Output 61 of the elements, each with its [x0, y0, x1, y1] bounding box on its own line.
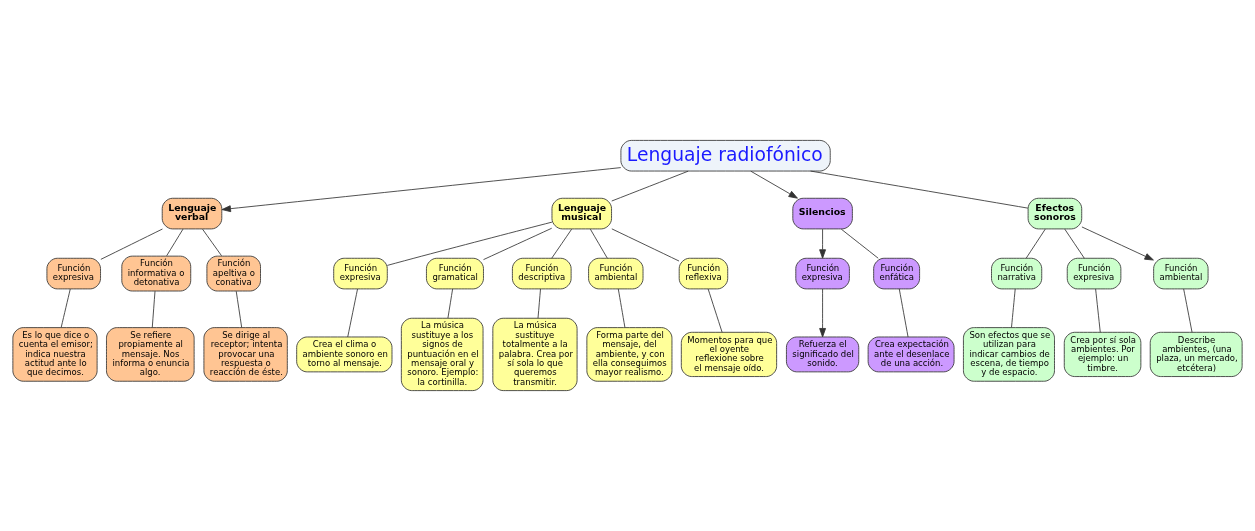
node-box: Función reflexiva: [678, 257, 729, 290]
connector: [840, 228, 879, 259]
connector: [810, 170, 1029, 209]
connector: [100, 228, 163, 260]
connector: [1064, 228, 1085, 259]
node-box: La música sustituye a los signos de puntuación en el mensaje oral y sonoro. Ejemplo: la cortinilla.: [400, 317, 484, 392]
node-box: Se refiere propiamente al mensaje. Nos informa o enuncia algo.: [106, 327, 195, 382]
node-box: Refuerza el significado del sonido.: [786, 336, 860, 373]
node-box: Función gramatical: [426, 257, 484, 290]
connector: [1011, 288, 1016, 328]
connector: [386, 221, 553, 266]
node-box: Función expresiva: [333, 257, 388, 290]
connector: [589, 228, 608, 259]
connector: [347, 288, 358, 338]
arrow: [1081, 226, 1154, 261]
connector: [151, 290, 156, 328]
node-box: Función ambiental: [1153, 257, 1209, 290]
node-box: Describe ambientes, (una plaza, un mercado, etcétera): [1149, 331, 1243, 377]
node-box: Lenguaje radiofónico: [620, 139, 831, 172]
node-box: Función expresiva: [46, 257, 101, 290]
connector: [166, 228, 184, 257]
connector: [447, 288, 454, 319]
node-box: Momentos para que el oyente reflexione sobre el mensaje oído.: [680, 331, 778, 377]
connector: [537, 288, 541, 319]
node-box: Efectos sonoros: [1027, 197, 1083, 230]
node-box: Son efectos que se utilizan para indicar cambios de escena, de tiempo y de espacio.: [963, 327, 1055, 382]
connector: [202, 228, 222, 257]
node-box: Silencios: [792, 197, 853, 230]
connector: [707, 288, 723, 333]
arrow: [819, 228, 826, 259]
connector: [235, 290, 243, 328]
connector: [60, 288, 71, 328]
connector: [1183, 288, 1193, 333]
node-box: Función narrativa: [991, 257, 1043, 290]
connector: [617, 288, 626, 328]
arrow: [221, 167, 622, 213]
node-box: Función informativa o detonativa: [121, 255, 192, 292]
connector: [1095, 288, 1101, 333]
node-box: Crea expectación ante el desenlace de una acción.: [867, 336, 955, 373]
connector: [611, 228, 680, 262]
node-box: Función descriptiva: [511, 257, 572, 290]
connector: [898, 288, 909, 338]
node-box: Crea por sí sola ambientes. Por ejemplo: un timbre.: [1063, 331, 1142, 377]
node-box: Forma parte del mensaje, del ambiente, y con ella conseguimos mayor realismo.: [586, 327, 673, 382]
node-box: Crea el clima o ambiente sonoro en torno al mensaje.: [296, 336, 393, 373]
node-box: Lenguaje verbal: [161, 197, 223, 230]
connector: [1025, 228, 1046, 259]
node-box: Lenguaje musical: [551, 197, 612, 230]
node-box: Función enfática: [873, 257, 921, 290]
connector: [551, 228, 573, 259]
node-box: Es lo que dice o cuenta el emisor; indica nuestra actitud ante lo que decimos.: [12, 327, 98, 382]
node-box: La música sustituye totalmente a la palabra. Crea por sí sola lo que queremos transmitir.: [492, 317, 578, 392]
node-box: Se dirige al receptor; intenta provocar una respuesta o reacción de éste.: [203, 327, 288, 382]
arrow: [819, 288, 826, 338]
connector: [483, 227, 553, 261]
node-box: Función expresiva: [795, 257, 850, 290]
connector: [611, 170, 689, 202]
node-box: Función ambiental: [588, 257, 644, 290]
node-box: Función apeltiva o conativa: [206, 255, 261, 292]
node-box: Función expresiva: [1066, 257, 1122, 290]
arrow: [750, 170, 798, 199]
